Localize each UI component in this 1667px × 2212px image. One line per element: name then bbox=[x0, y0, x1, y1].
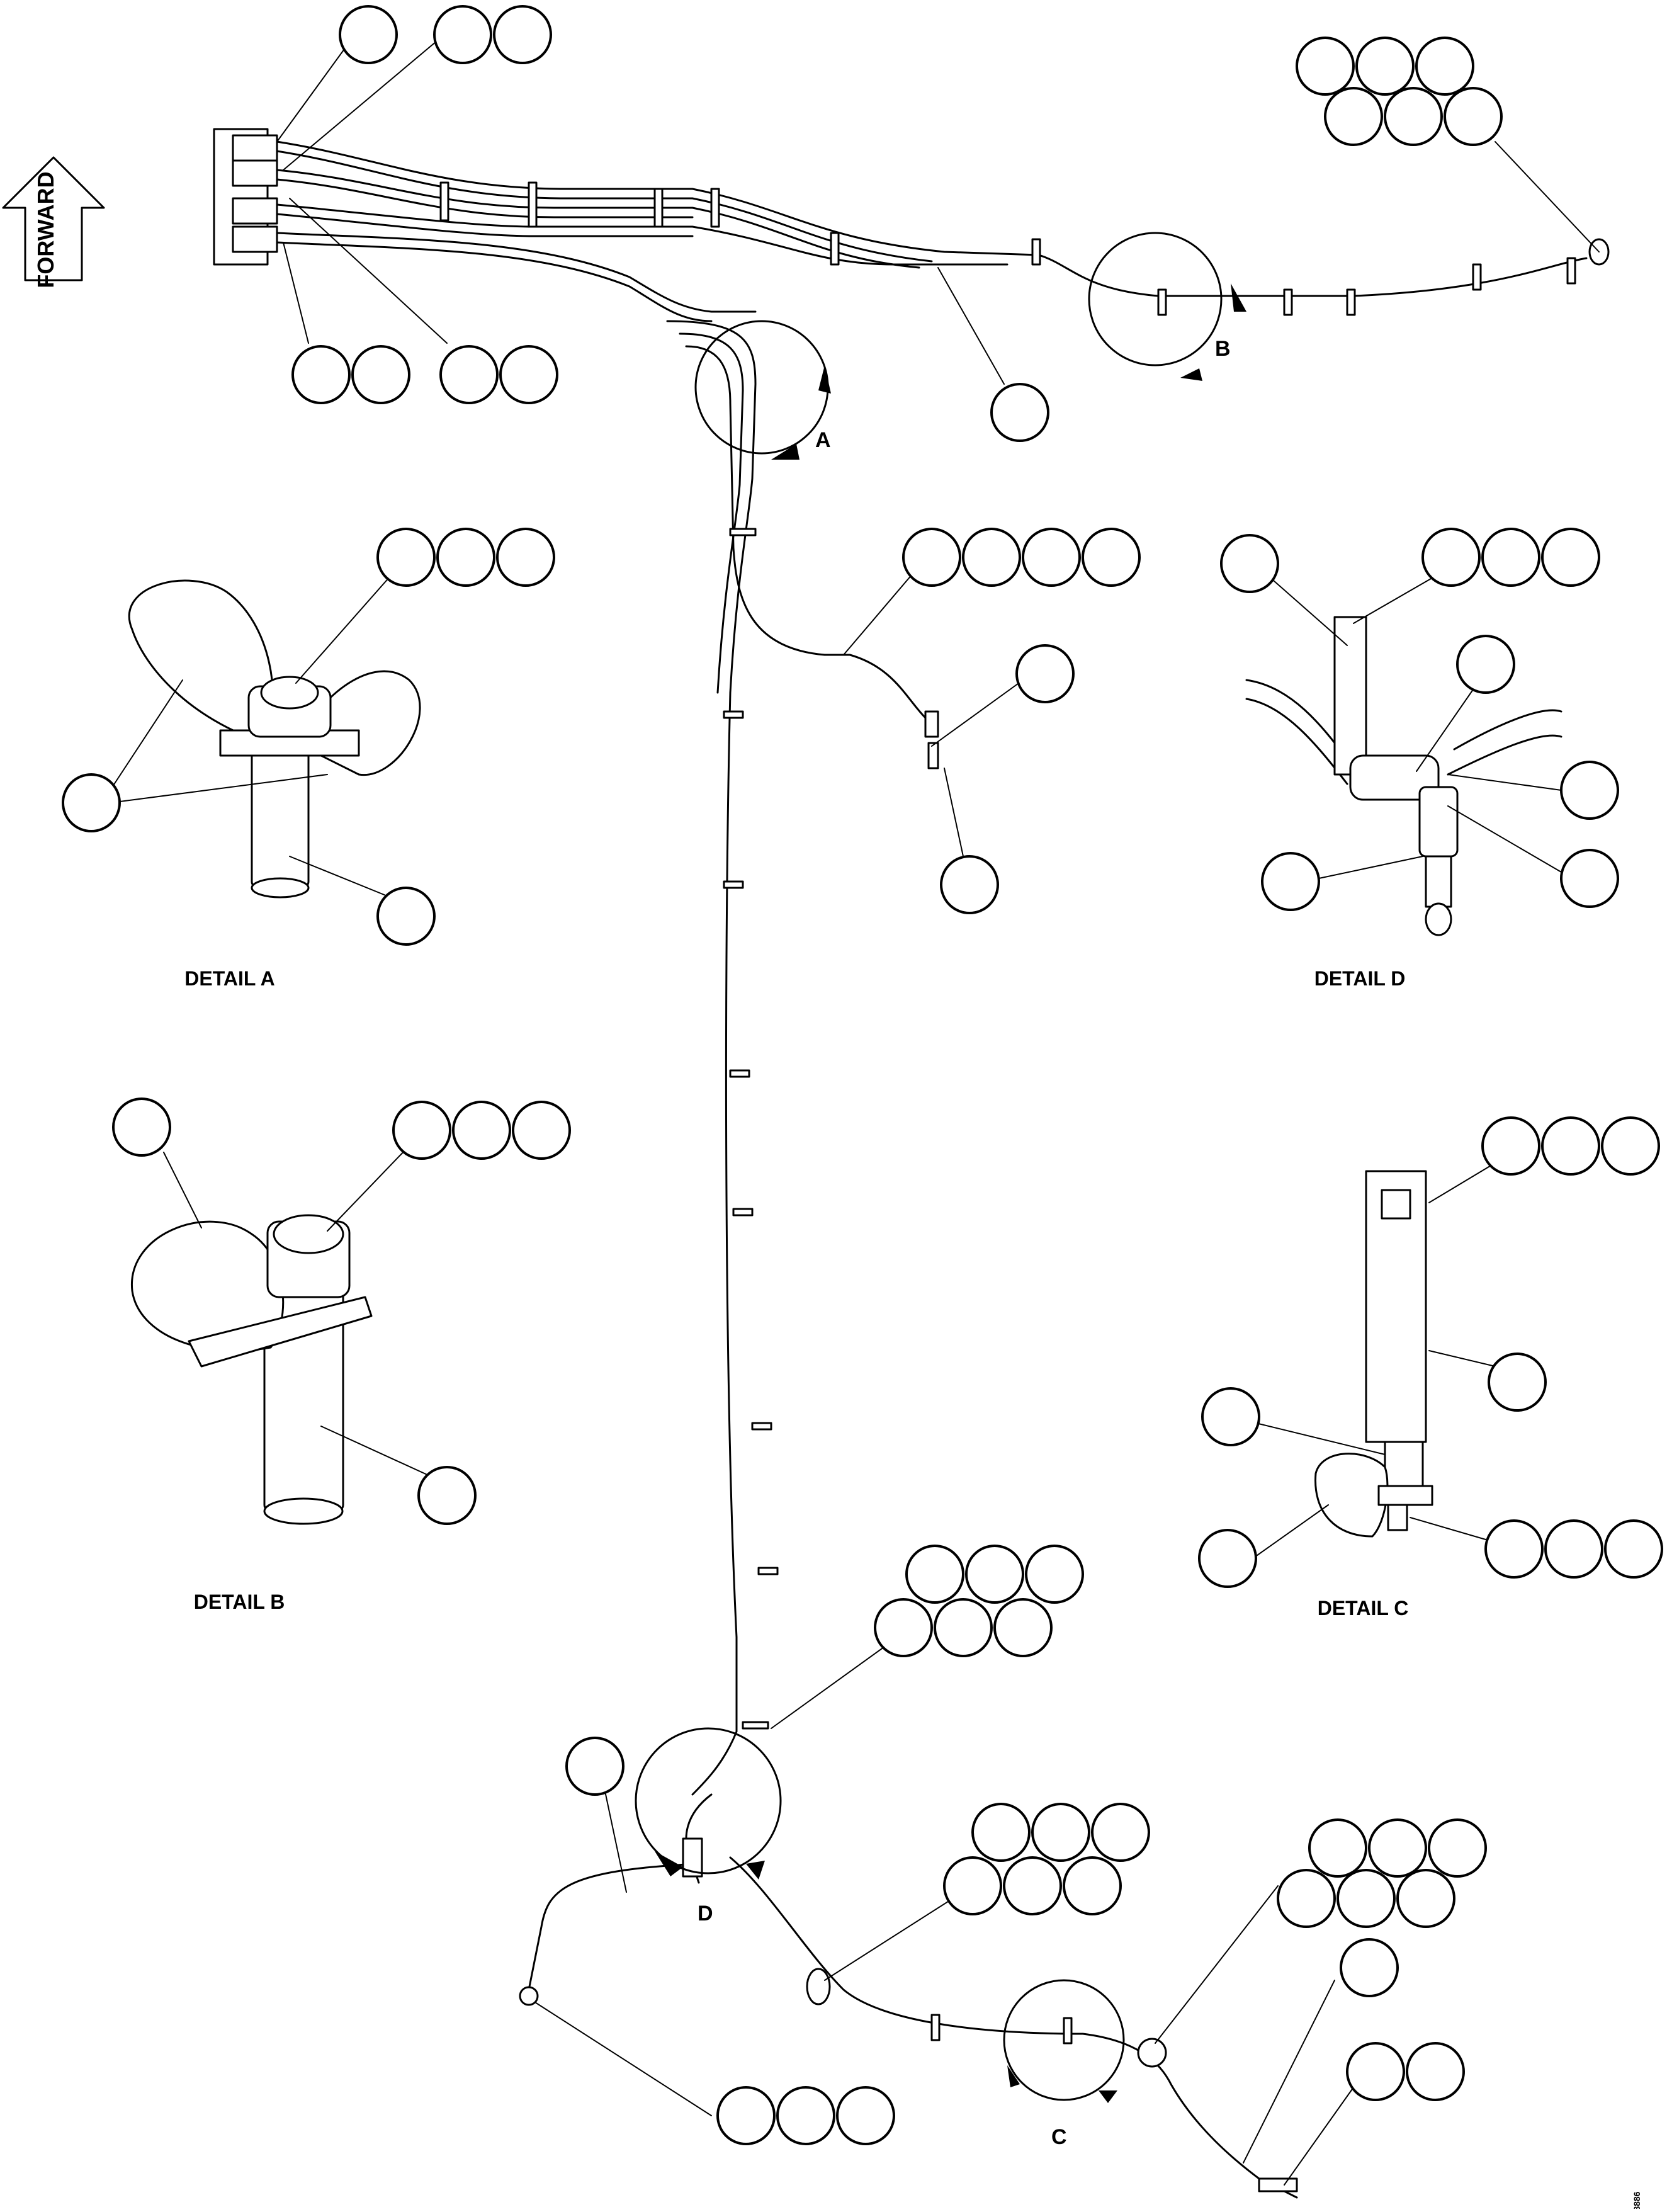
forward-arrow-icon bbox=[2, 156, 105, 281]
detail-d-fitting bbox=[1245, 616, 1562, 936]
detail-c-bracket bbox=[1314, 1170, 1433, 1538]
detail-d-label: DETAIL D bbox=[1314, 967, 1406, 990]
view-circle-a bbox=[694, 320, 831, 460]
detail-c-label: DETAIL C bbox=[1318, 1597, 1409, 1619]
view-d-label: D bbox=[698, 1902, 713, 1926]
figure-id: 48886 bbox=[1632, 2191, 1642, 2209]
hydraulic-manifold bbox=[213, 128, 278, 266]
view-circle-b bbox=[1088, 232, 1246, 381]
view-circle-c bbox=[1003, 1979, 1125, 2103]
detail-a-clamp bbox=[128, 579, 421, 899]
lower-hose-assembly bbox=[519, 1793, 1298, 2199]
callout-bubbles bbox=[62, 5, 1663, 2145]
detail-a-label: DETAIL A bbox=[184, 967, 274, 990]
forward-label: FORWARD bbox=[33, 171, 59, 288]
upper-hose-bundle bbox=[276, 140, 1610, 322]
detail-b-clamp bbox=[131, 1214, 373, 1525]
view-a-label: A bbox=[815, 428, 831, 452]
vertical-hose-run bbox=[666, 320, 939, 1796]
view-circle-d bbox=[635, 1727, 782, 1880]
view-c-label: C bbox=[1051, 2125, 1067, 2149]
detail-b-label: DETAIL B bbox=[194, 1591, 285, 1613]
view-b-label: B bbox=[1215, 337, 1231, 361]
